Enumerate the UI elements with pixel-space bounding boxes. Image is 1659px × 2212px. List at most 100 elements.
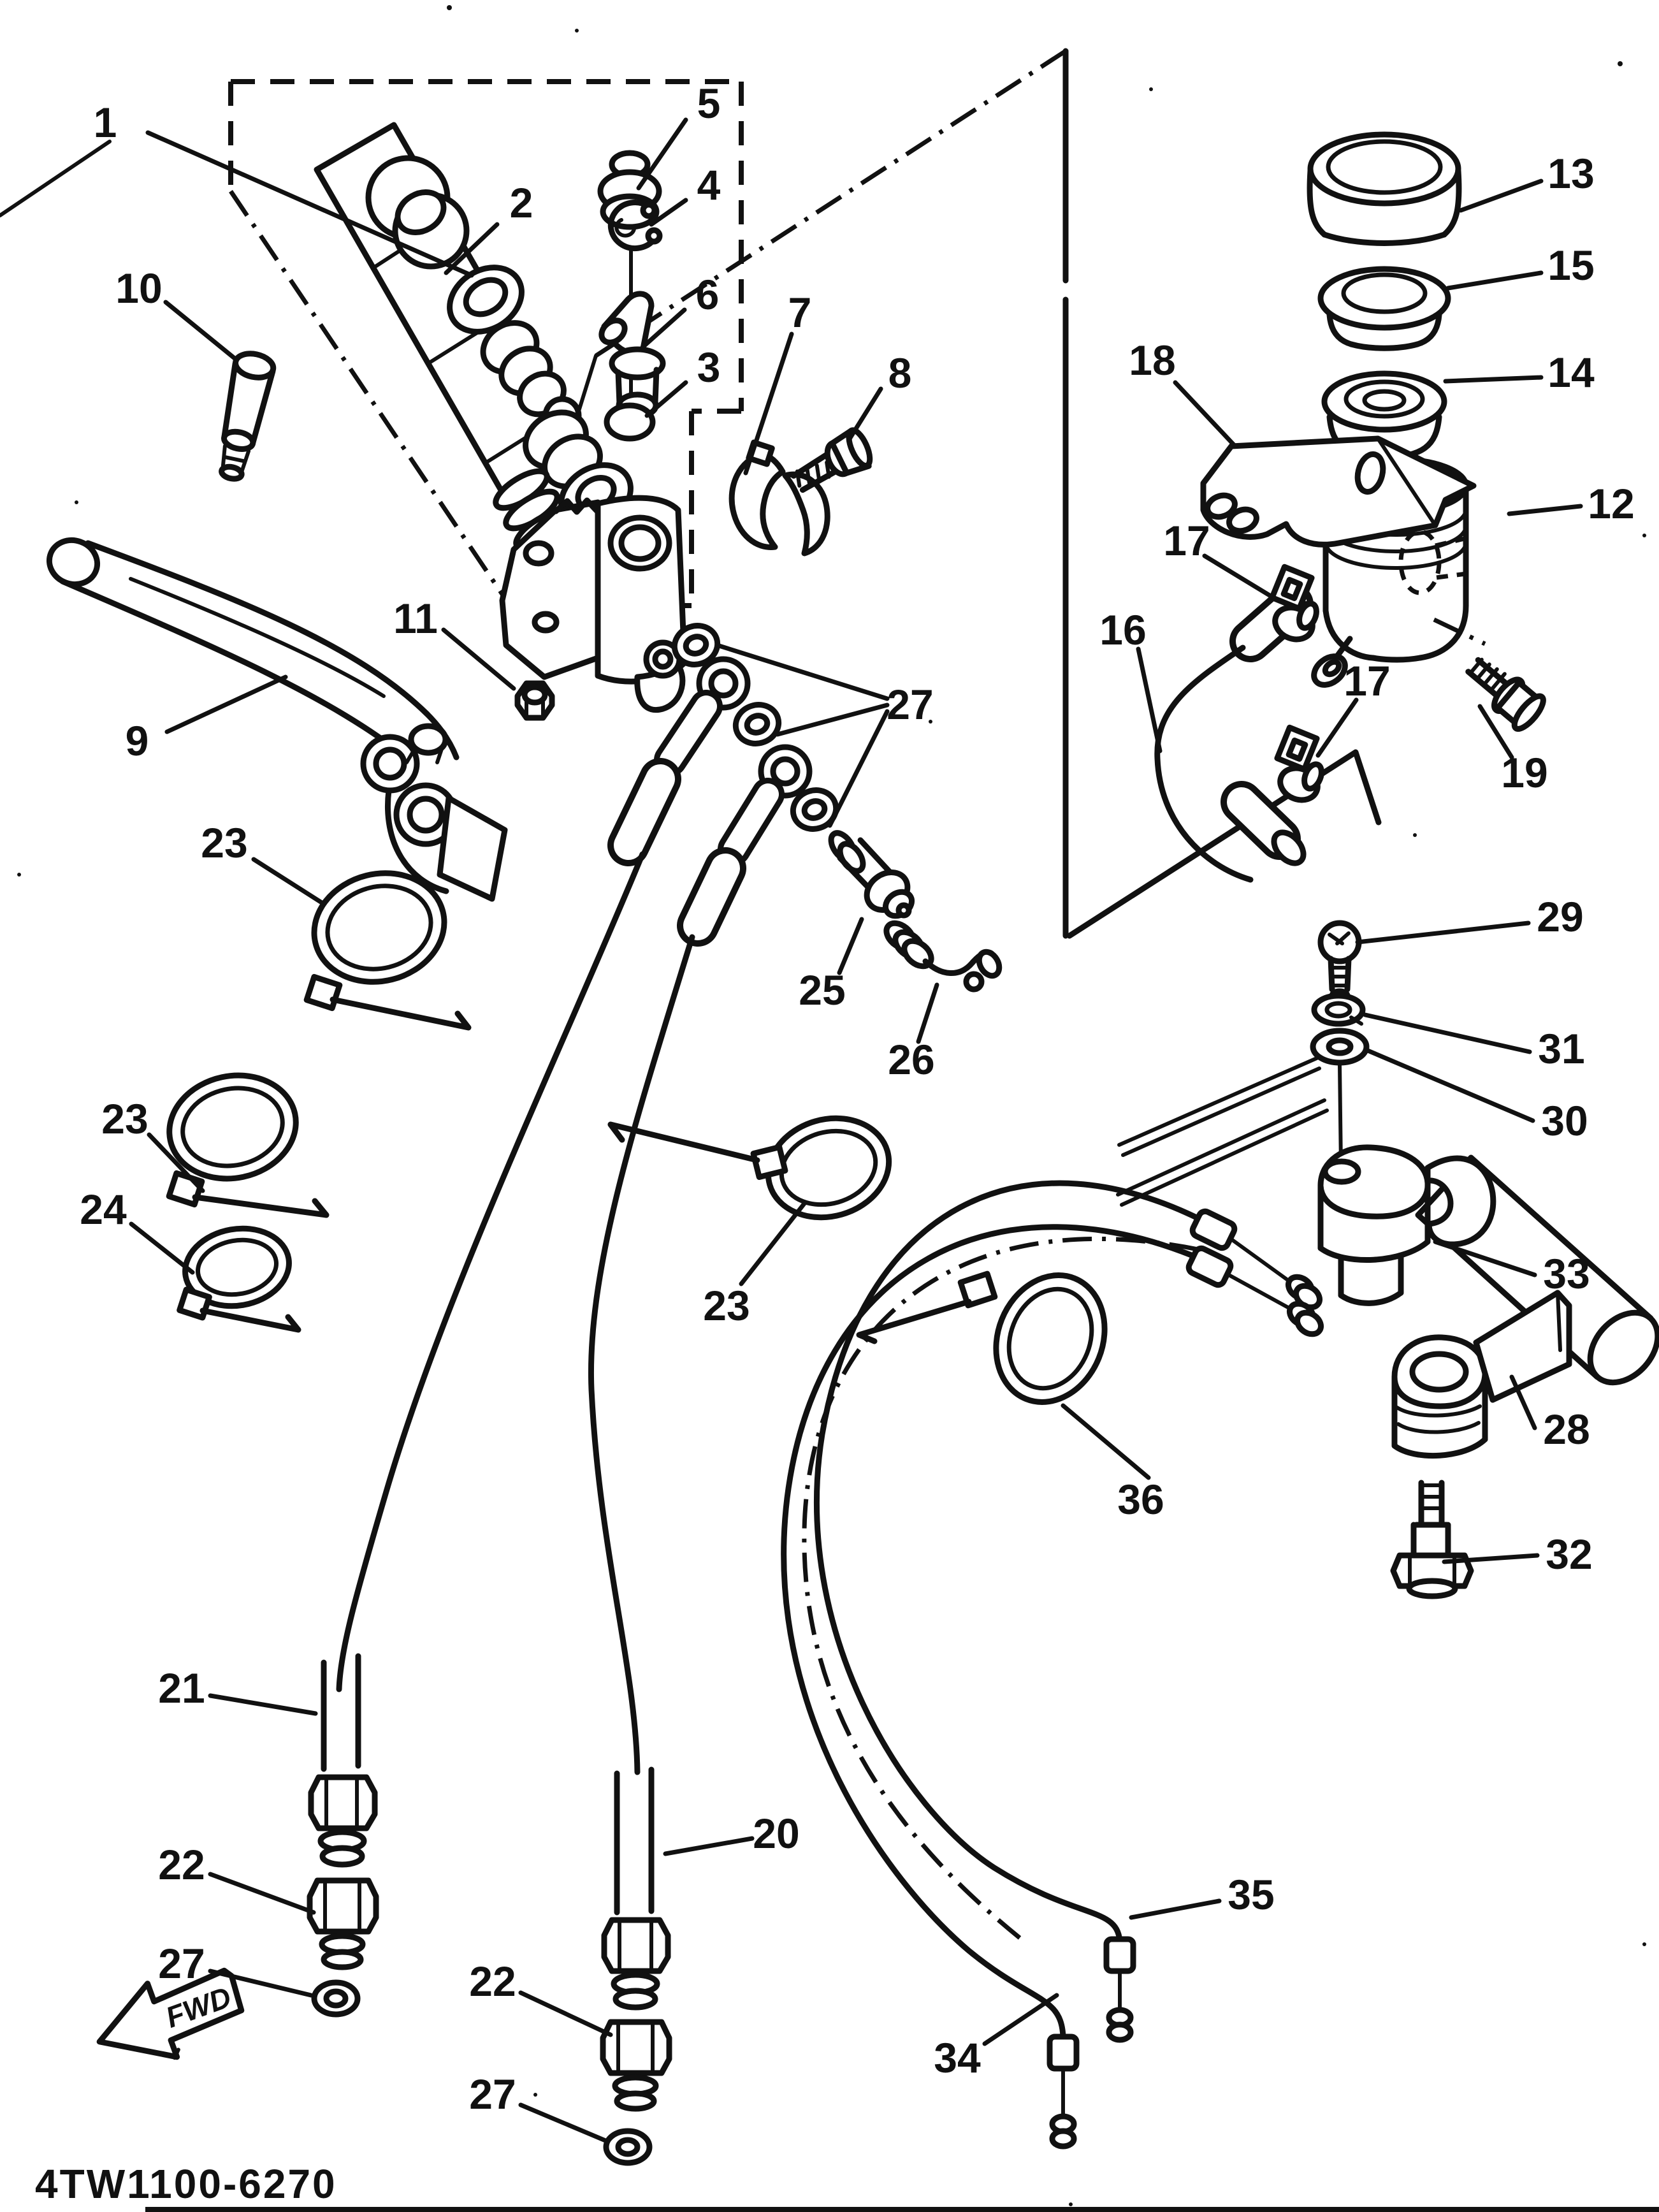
callout-34: 34 (934, 2034, 981, 2081)
leader-line-8 (846, 386, 883, 442)
elbow-joint-part6 (598, 291, 666, 419)
lever-holder-28 (1391, 1290, 1572, 1459)
cable-end-ferrules (1047, 1208, 1324, 2150)
leader-line-13 (1458, 178, 1544, 213)
leader-line-27 (208, 1968, 314, 1998)
cable-tie-23-b (166, 1072, 330, 1218)
hose20-fittings (600, 1917, 672, 2112)
bolt-part8 (790, 427, 873, 493)
screw-29 (1317, 920, 1362, 1003)
brake-lever-9 (46, 537, 508, 902)
leader-line-9 (164, 674, 288, 734)
callout-27: 27 (469, 2070, 516, 2118)
callout-layer: 1254637810119131514181217161719293130332… (80, 80, 1635, 2143)
copper-washers-27 (671, 623, 839, 832)
leader-line-7 (743, 331, 794, 476)
callout-35: 35 (1228, 1871, 1274, 1918)
leader-line-30 (1365, 1048, 1535, 1123)
callout-2: 2 (510, 179, 533, 226)
leader-line-3 (644, 380, 688, 418)
callout-29: 29 (1537, 893, 1583, 940)
leader-line-23 (739, 1201, 807, 1286)
page-edge-line (145, 2207, 1659, 2212)
callout-26: 26 (888, 1036, 934, 1083)
leader-line-27 (714, 643, 890, 701)
leader-line-34 (982, 1993, 1059, 2046)
callout-24: 24 (80, 1186, 127, 1233)
leader-line-18 (1173, 380, 1238, 449)
leader-line-17 (1315, 697, 1359, 758)
callout-19: 19 (1501, 749, 1547, 796)
leader-line-27 (518, 2102, 608, 2143)
bracket-18 (1200, 435, 1477, 548)
callout-23: 23 (101, 1095, 148, 1142)
callout-17: 17 (1344, 657, 1390, 704)
washer-30 (1310, 1028, 1370, 1066)
leader-line-15 (1445, 270, 1544, 291)
callout-13: 13 (1547, 150, 1594, 197)
leader-line-26 (916, 982, 939, 1044)
callout-33: 33 (1543, 1250, 1590, 1297)
joint-26 (883, 920, 1003, 993)
leader-line-27 (775, 702, 890, 737)
leader-line-14 (1443, 375, 1544, 384)
leader-line-35 (1129, 1898, 1222, 1920)
boundary-lines (0, 48, 1382, 939)
callout-30: 30 (1541, 1097, 1588, 1144)
leader-line-23 (251, 857, 326, 906)
callout-18: 18 (1129, 337, 1175, 384)
leader-line-27 (827, 709, 890, 828)
callout-27: 27 (887, 681, 933, 728)
callout-4: 4 (697, 161, 721, 208)
cable-tie-23-c (607, 1115, 892, 1221)
callout-7: 7 (788, 289, 812, 336)
leader-line-21 (208, 1693, 318, 1716)
screw-part10 (219, 351, 277, 482)
leader-line-10 (163, 300, 237, 361)
callout-12: 12 (1588, 480, 1634, 527)
screw-axis-line (1338, 1063, 1343, 1168)
callout-6: 6 (696, 271, 720, 318)
brake-hose-21 (307, 656, 751, 2018)
reservoir-cap-13 (1307, 131, 1462, 246)
callout-25: 25 (799, 966, 845, 1014)
hose-clamp-17-lower (1274, 724, 1324, 803)
callout-9: 9 (126, 717, 149, 764)
callout-3: 3 (697, 344, 721, 391)
callout-16: 16 (1099, 606, 1146, 653)
cable-tie-36 (856, 1270, 1108, 1405)
leader-line-5 (636, 117, 688, 191)
leader-line-28 (1509, 1374, 1537, 1430)
adjuster-32 (1390, 1480, 1474, 1599)
leader-line-23 (147, 1132, 205, 1193)
leader-line-22 (208, 1872, 316, 1915)
callout-23: 23 (201, 819, 247, 866)
leader-line-12 (1507, 504, 1583, 516)
callout-10: 10 (115, 265, 162, 312)
callout-22: 22 (469, 1958, 516, 2005)
diaphragm-holder-15 (1317, 266, 1451, 351)
callout-11: 11 (393, 595, 438, 642)
lock-washer-31 (1311, 993, 1366, 1027)
hose-clamp-17-upper (1269, 564, 1319, 643)
circlip-part4 (607, 200, 663, 252)
part-code: 4TW1100-6270 (35, 2161, 337, 2207)
nut-part11 (514, 680, 555, 721)
boot-part5 (597, 150, 662, 230)
callout-21: 21 (158, 1664, 205, 1712)
callout-14: 14 (1547, 349, 1595, 396)
callout-1: 1 (94, 99, 117, 146)
callout-8: 8 (888, 349, 912, 397)
callout-27: 27 (158, 1940, 205, 1987)
cable-tie-24 (177, 1225, 301, 1333)
callout-15: 15 (1547, 242, 1594, 289)
leader-line-32 (1442, 1553, 1540, 1564)
leader-line-16 (1136, 646, 1163, 753)
leader-line-20 (663, 1836, 755, 1856)
master-cylinder-body (499, 495, 688, 713)
leader-line-2 (444, 222, 500, 275)
lever-clamp-part7 (728, 439, 830, 557)
callout-36: 36 (1117, 1476, 1164, 1523)
